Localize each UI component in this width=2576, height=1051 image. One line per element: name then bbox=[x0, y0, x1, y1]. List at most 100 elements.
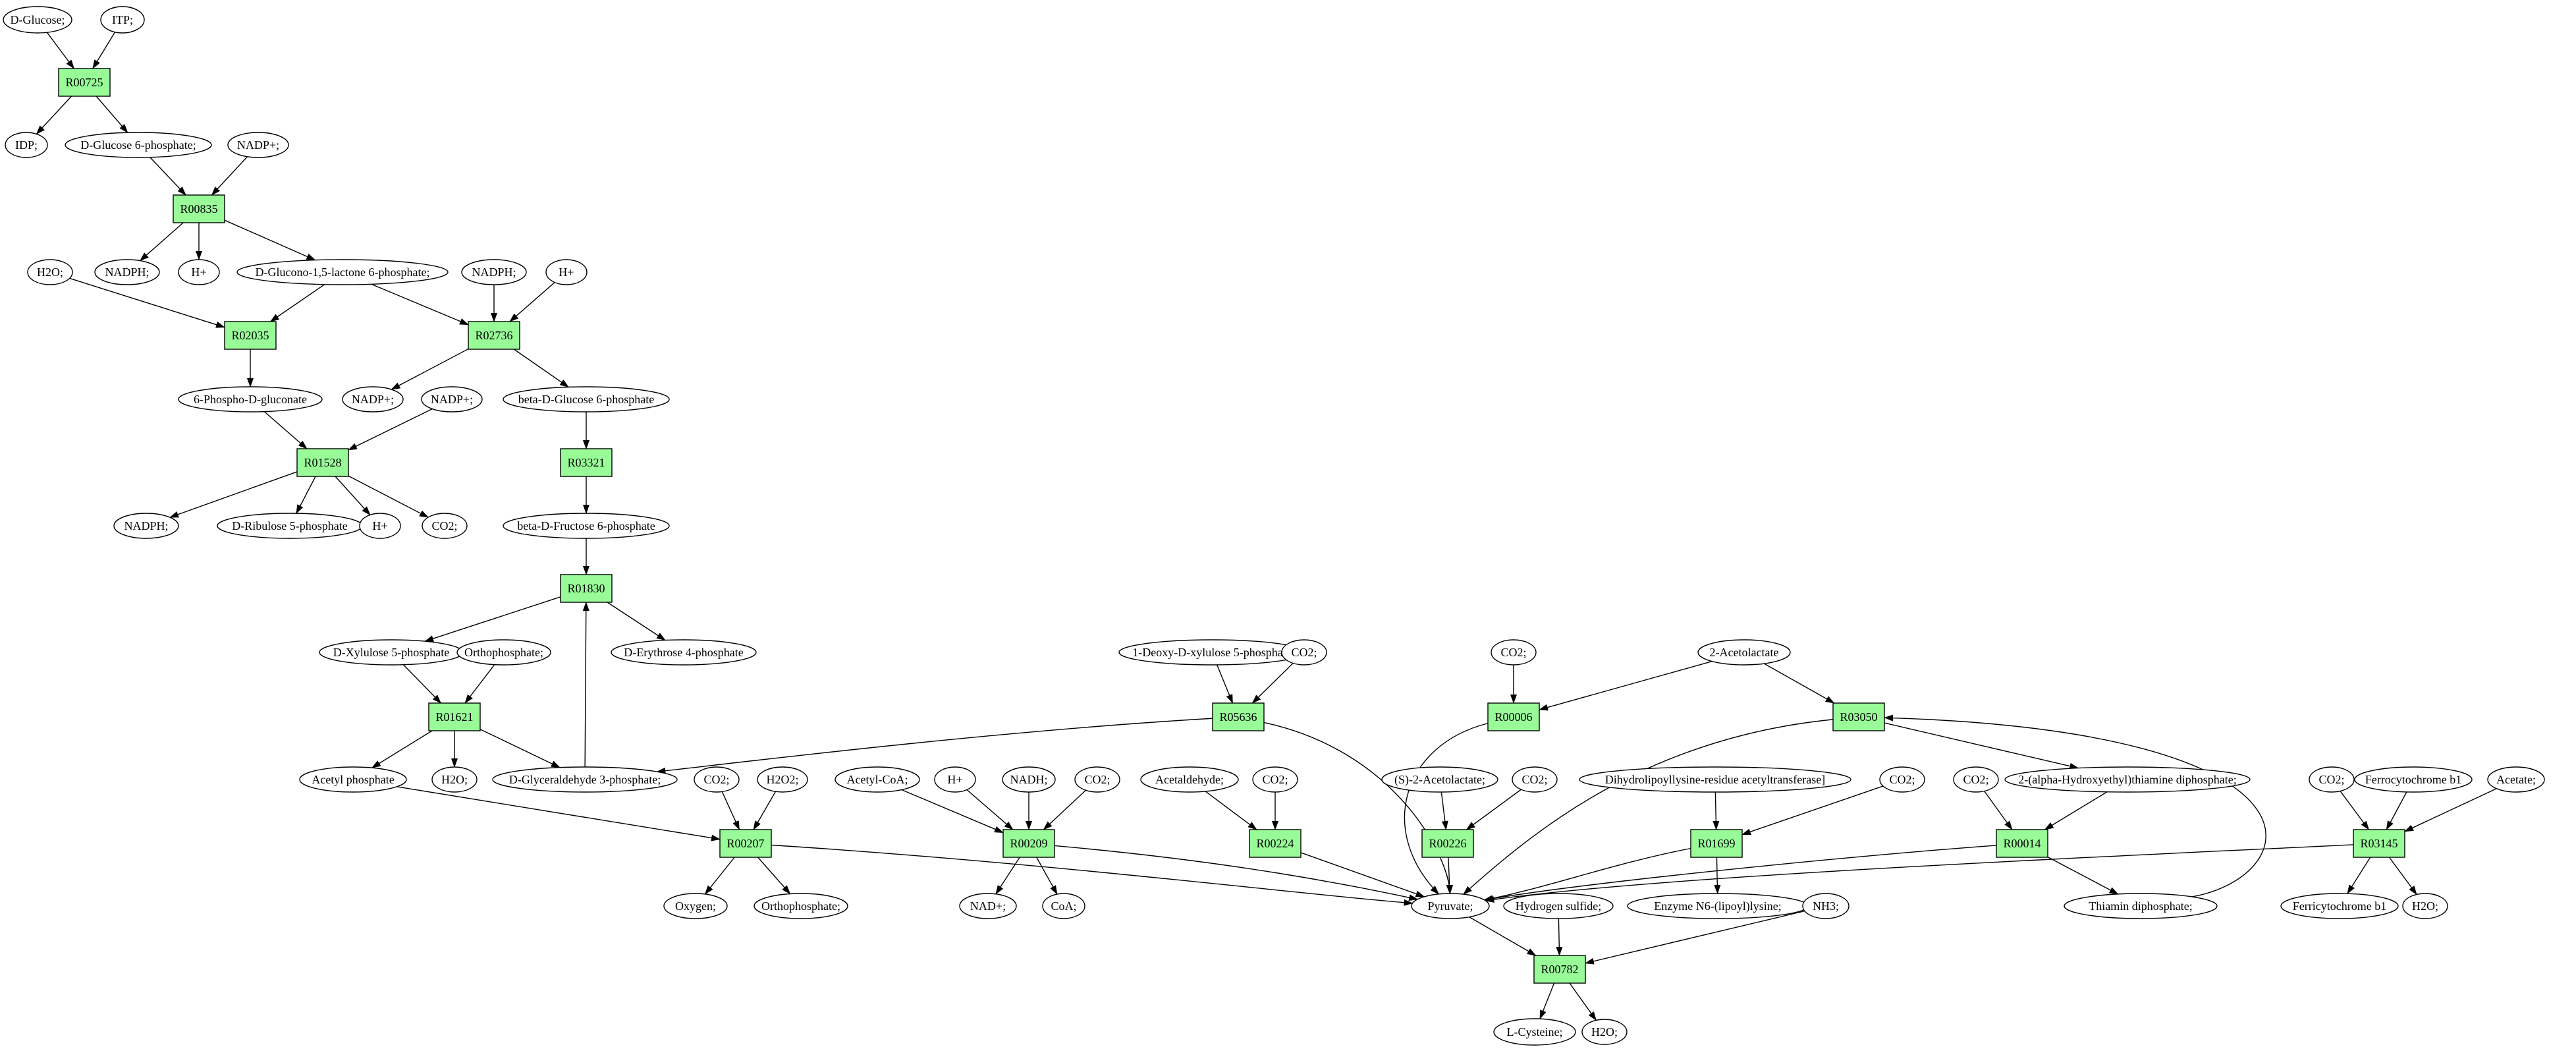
compound-node-acetaldehyde[interactable]: Acetaldehyde; bbox=[1140, 766, 1239, 793]
compound-node-ribulose5p[interactable]: D-Ribulose 5-phosphate bbox=[217, 513, 363, 539]
edge-r00209-to-pyruvate bbox=[1054, 845, 1419, 901]
compound-node-erythrose4p[interactable]: D-Erythrose 4-phosphate bbox=[611, 639, 757, 666]
compound-node-pyruvate[interactable]: Pyruvate; bbox=[1411, 893, 1490, 919]
compound-node-h2o-4[interactable]: H2O; bbox=[1581, 1019, 1628, 1045]
compound-node-g6p[interactable]: D-Glucose 6-phosphate; bbox=[65, 132, 212, 158]
compound-node-co2-2[interactable]: CO2; bbox=[1281, 639, 1327, 666]
compound-node-nadpplus3[interactable]: NADP+; bbox=[342, 386, 404, 412]
edge-dihydrolipoyl-to-r01699 bbox=[1713, 791, 1720, 830]
node-label: H2O; bbox=[441, 773, 468, 786]
compound-node-hydrogensulfide[interactable]: Hydrogen sulfide; bbox=[1503, 893, 1614, 919]
reaction-node-r00835[interactable]: R00835 bbox=[173, 194, 225, 223]
compound-node-nadph-2[interactable]: NADPH; bbox=[461, 259, 527, 285]
compound-node-hplus-4[interactable]: H+ bbox=[934, 766, 976, 793]
compound-node-betag6p[interactable]: beta-D-Glucose 6-phosphate bbox=[503, 386, 670, 412]
compound-node-nadph-3[interactable]: NADPH; bbox=[113, 513, 179, 539]
reaction-node-r00224[interactable]: R00224 bbox=[1249, 829, 1302, 858]
compound-node-hplus-2[interactable]: H+ bbox=[545, 259, 588, 285]
compound-node-thiamindp[interactable]: Thiamin diphosphate; bbox=[2064, 893, 2218, 919]
node-label: R01830 bbox=[567, 582, 605, 595]
compound-node-co2-8[interactable]: CO2; bbox=[1879, 766, 1925, 793]
node-label: H2O2; bbox=[767, 773, 799, 786]
reaction-node-r00782[interactable]: R00782 bbox=[1533, 955, 1586, 984]
compound-node-co2-4[interactable]: CO2; bbox=[694, 766, 740, 793]
compound-node-co2-5[interactable]: CO2; bbox=[1074, 766, 1120, 793]
compound-node-hydroxyethylthdp[interactable]: 2-(alpha-Hydroxyethyl)thiamine diphospha… bbox=[2004, 766, 2251, 793]
compound-node-gluconolactone[interactable]: D-Glucono-1,5-lactone 6-phosphate; bbox=[236, 259, 449, 285]
reaction-node-r00006[interactable]: R00006 bbox=[1487, 702, 1540, 731]
compound-node-co2-3[interactable]: CO2; bbox=[1491, 639, 1537, 666]
node-label: CO2; bbox=[1291, 646, 1317, 659]
reaction-node-r01830[interactable]: R01830 bbox=[560, 574, 613, 603]
compound-ellipse bbox=[492, 766, 678, 793]
reaction-node-r00725[interactable]: R00725 bbox=[58, 68, 111, 97]
node-label: (S)-2-Acetolactate; bbox=[1394, 773, 1485, 787]
reaction-box bbox=[719, 829, 772, 858]
compound-node-phosphogluconate[interactable]: 6-Phospho-D-gluconate bbox=[178, 386, 323, 412]
reaction-node-r01528[interactable]: R01528 bbox=[296, 448, 349, 477]
compound-node-deoxyxylulose[interactable]: 1-Deoxy-D-xylulose 5-phosphate bbox=[1118, 639, 1305, 666]
compound-node-nadh[interactable]: NADH; bbox=[1002, 766, 1056, 793]
reaction-node-r03145[interactable]: R03145 bbox=[2353, 829, 2405, 858]
compound-node-co2-6[interactable]: CO2; bbox=[1252, 766, 1298, 793]
compound-node-nadpplus1[interactable]: NADP+; bbox=[227, 132, 289, 158]
compound-node-h2o-1[interactable]: H2O; bbox=[27, 259, 73, 285]
compound-node-co2-9[interactable]: CO2; bbox=[1953, 766, 1999, 793]
reaction-node-r05636[interactable]: R05636 bbox=[1212, 702, 1265, 731]
compound-node-acetate[interactable]: Acetate; bbox=[2487, 766, 2545, 793]
compound-node-nh3[interactable]: NH3; bbox=[1802, 893, 1850, 919]
compound-node-acetolactate2[interactable]: 2-Acetolactate bbox=[1697, 639, 1791, 666]
reaction-node-r02736[interactable]: R02736 bbox=[468, 321, 520, 350]
compound-node-nadph-1[interactable]: NADPH; bbox=[94, 259, 160, 285]
edge-ga3p-to-r01830 bbox=[582, 602, 589, 768]
reaction-node-r01699[interactable]: R01699 bbox=[1690, 829, 1743, 858]
compound-ellipse bbox=[545, 259, 588, 285]
node-label: R00209 bbox=[1010, 837, 1047, 850]
edge-orthophosphate_1-to-r01621 bbox=[464, 664, 495, 704]
reaction-node-r01621[interactable]: R01621 bbox=[428, 702, 481, 731]
reaction-box bbox=[224, 321, 277, 350]
node-label: L-Cysteine; bbox=[1507, 1025, 1563, 1038]
reaction-node-r00209[interactable]: R00209 bbox=[1002, 829, 1055, 858]
compound-node-co2-10[interactable]: CO2; bbox=[2309, 766, 2355, 793]
compound-node-co2-1[interactable]: CO2; bbox=[422, 513, 468, 539]
compound-node-lcysteine[interactable]: L-Cysteine; bbox=[1493, 1018, 1576, 1046]
compound-node-sacetolactate[interactable]: (S)-2-Acetolactate; bbox=[1381, 766, 1498, 793]
compound-node-h2o2[interactable]: H2O2; bbox=[757, 766, 808, 793]
compound-node-hplus-1[interactable]: H+ bbox=[178, 259, 220, 285]
compound-node-ferrocytochromeb1[interactable]: Ferrocytochrome b1 bbox=[2354, 766, 2473, 793]
compound-node-nadplus[interactable]: NAD+; bbox=[959, 893, 1017, 919]
compound-node-acetylphosphate[interactable]: Acetyl phosphate bbox=[299, 766, 407, 793]
compound-node-co2-7[interactable]: CO2; bbox=[1512, 766, 1558, 793]
compound-node-xylulose5p[interactable]: D-Xylulose 5-phosphate bbox=[319, 639, 464, 666]
compound-node-dihydrolipoyl[interactable]: Dihydrolipoyllysine-residue acetyltransf… bbox=[1579, 766, 1851, 793]
compound-node-d-glucose[interactable]: D-Glucose; bbox=[3, 6, 72, 34]
reaction-node-r03050[interactable]: R03050 bbox=[1832, 702, 1885, 731]
reaction-node-r00014[interactable]: R00014 bbox=[1996, 829, 2048, 858]
reaction-node-r03321[interactable]: R03321 bbox=[560, 448, 613, 477]
edge-r00014-to-pyruvate bbox=[1483, 845, 1997, 902]
compound-node-oxygen[interactable]: Oxygen; bbox=[663, 893, 728, 919]
compound-node-enzymelipoyl[interactable]: Enzyme N6-(lipoyl)lysine; bbox=[1627, 893, 1809, 919]
compound-node-nadpplus2[interactable]: NADP+; bbox=[421, 386, 483, 412]
compound-node-idp[interactable]: IDP; bbox=[5, 132, 48, 158]
compound-node-h2o-3[interactable]: H2O; bbox=[2402, 893, 2448, 919]
reaction-node-r00226[interactable]: R00226 bbox=[1421, 829, 1474, 858]
compound-node-acetylcoa[interactable]: Acetyl-CoA; bbox=[835, 766, 920, 793]
compound-ellipse bbox=[178, 259, 220, 285]
compound-node-hplus-3[interactable]: H+ bbox=[359, 513, 401, 539]
compound-node-coa[interactable]: CoA; bbox=[1042, 893, 1085, 919]
edge-r00725-to-idp bbox=[36, 96, 72, 135]
compound-node-ferricytochromeb1[interactable]: Ferricytochrome b1 bbox=[2280, 893, 2399, 919]
compound-node-h2o-2[interactable]: H2O; bbox=[431, 766, 478, 793]
compound-node-ga3p[interactable]: D-Glyceraldehyde 3-phosphate; bbox=[492, 766, 678, 793]
node-label: Thiamin diphosphate; bbox=[2089, 899, 2192, 913]
compound-node-orthophosphate-2[interactable]: Orthophosphate; bbox=[754, 893, 848, 919]
compound-node-orthophosphate-1[interactable]: Orthophosphate; bbox=[456, 639, 551, 666]
compound-node-betaf6p[interactable]: beta-D-Fructose 6-phosphate bbox=[503, 513, 670, 539]
edge-nh3-to-r00782 bbox=[1585, 910, 1805, 965]
reaction-node-r02035[interactable]: R02035 bbox=[224, 321, 277, 350]
node-label: 2-Acetolactate bbox=[1710, 646, 1779, 659]
compound-node-itp[interactable]: ITP; bbox=[100, 6, 145, 34]
reaction-node-r00207[interactable]: R00207 bbox=[719, 829, 772, 858]
